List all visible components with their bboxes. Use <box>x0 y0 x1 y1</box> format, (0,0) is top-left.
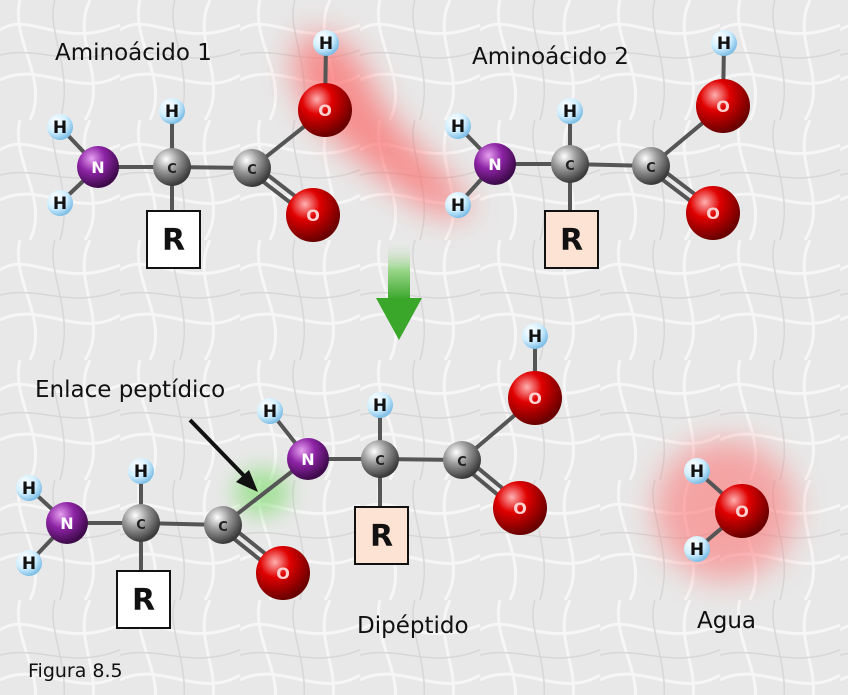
r-group-label: R <box>132 583 155 618</box>
hydrogen-atom: H <box>159 98 185 124</box>
oxygen-atom: O <box>696 79 750 133</box>
oxygen-atom: O <box>715 484 769 538</box>
hydrogen-atom: H <box>47 114 73 140</box>
hydrogen-symbol: H <box>690 462 704 482</box>
oxygen-symbol: O <box>513 499 527 518</box>
r-group-box: R <box>544 210 599 269</box>
amino-acid-2-label: Aminoácido 2 <box>472 44 629 70</box>
water-label: Agua <box>697 608 757 634</box>
carbon-atom: C <box>204 506 242 544</box>
hydrogen-atom: H <box>522 323 548 349</box>
peptide-bond-pointer-arrow <box>188 418 258 492</box>
nitrogen-symbol: N <box>60 514 73 533</box>
hydrogen-atom: H <box>684 458 710 484</box>
hydrogen-atom: H <box>257 398 283 424</box>
hydrogen-atom: H <box>47 190 73 216</box>
carbon-symbol: C <box>136 518 146 533</box>
hydrogen-atom: H <box>367 392 393 418</box>
hydrogen-atom: H <box>557 98 583 124</box>
hydrogen-symbol: H <box>373 396 387 416</box>
hydrogen-symbol: H <box>717 34 731 54</box>
r-group-box: R <box>146 210 201 269</box>
oxygen-symbol: O <box>735 502 749 521</box>
hydrogen-symbol: H <box>451 196 465 216</box>
carbon-symbol: C <box>218 520 228 535</box>
hydrogen-symbol: H <box>563 102 577 122</box>
carbon-atom: C <box>233 149 271 187</box>
nitrogen-symbol: N <box>301 450 314 469</box>
hydrogen-atom: H <box>684 536 710 562</box>
nitrogen-symbol: N <box>488 155 501 174</box>
hydrogen-atom: H <box>313 30 339 56</box>
hydrogen-atom: H <box>711 30 737 56</box>
nitrogen-atom: N <box>474 143 516 185</box>
amino-acid-1-label: Aminoácido 1 <box>55 40 212 66</box>
hydrogen-atom: H <box>128 458 154 484</box>
hydrogen-atom: H <box>445 192 471 218</box>
r-group-label: R <box>162 223 185 258</box>
nitrogen-atom: N <box>287 438 329 480</box>
carbon-atom: C <box>632 147 670 185</box>
hydrogen-symbol: H <box>263 402 277 422</box>
carbon-atom: C <box>153 148 191 186</box>
hydrogen-symbol: H <box>690 540 704 560</box>
hydrogen-atom: H <box>16 550 42 576</box>
carbon-atom: C <box>551 145 589 183</box>
oxygen-atom: O <box>298 83 352 137</box>
hydrogen-symbol: H <box>53 118 67 138</box>
figure-caption: Figura 8.5 <box>28 660 123 682</box>
oxygen-atom: O <box>493 481 547 535</box>
hydrogen-symbol: H <box>134 462 148 482</box>
hydrogen-symbol: H <box>319 34 333 54</box>
r-group-box: R <box>116 570 171 629</box>
nitrogen-atom: N <box>46 502 88 544</box>
hydrogen-symbol: H <box>165 102 179 122</box>
nitrogen-symbol: N <box>91 158 104 177</box>
water-removal-highlight <box>293 34 470 217</box>
oxygen-symbol: O <box>276 564 290 583</box>
dipeptide-label: Dipéptido <box>357 613 469 639</box>
carbon-atom: C <box>122 504 160 542</box>
oxygen-symbol: O <box>716 97 730 116</box>
carbon-symbol: C <box>565 159 575 174</box>
oxygen-symbol: O <box>318 101 332 120</box>
hydrogen-symbol: H <box>451 117 465 137</box>
hydrogen-symbol: H <box>22 554 36 574</box>
oxygen-atom: O <box>508 371 562 425</box>
nitrogen-atom: N <box>77 146 119 188</box>
carbon-symbol: C <box>375 454 385 469</box>
hydrogen-symbol: H <box>22 479 36 499</box>
hydrogen-symbol: H <box>528 327 542 347</box>
oxygen-atom: O <box>286 188 340 242</box>
carbon-symbol: C <box>247 163 257 178</box>
carbon-symbol: C <box>457 455 467 470</box>
reaction-arrow <box>376 240 422 340</box>
carbon-atom: C <box>443 441 481 479</box>
oxygen-symbol: O <box>706 204 720 223</box>
peptide-bond-label: Enlace peptídico <box>35 377 226 403</box>
hydrogen-atom: H <box>16 475 42 501</box>
oxygen-atom: O <box>686 186 740 240</box>
carbon-atom: C <box>361 440 399 478</box>
carbon-symbol: C <box>167 162 177 177</box>
carbon-symbol: C <box>646 161 656 176</box>
r-group-label: R <box>560 223 583 258</box>
oxygen-symbol: O <box>306 206 320 225</box>
r-group-box: R <box>354 506 409 565</box>
hydrogen-atom: H <box>445 113 471 139</box>
oxygen-symbol: O <box>528 389 542 408</box>
r-group-label: R <box>370 519 393 554</box>
oxygen-atom: O <box>256 546 310 600</box>
hydrogen-symbol: H <box>53 194 67 214</box>
